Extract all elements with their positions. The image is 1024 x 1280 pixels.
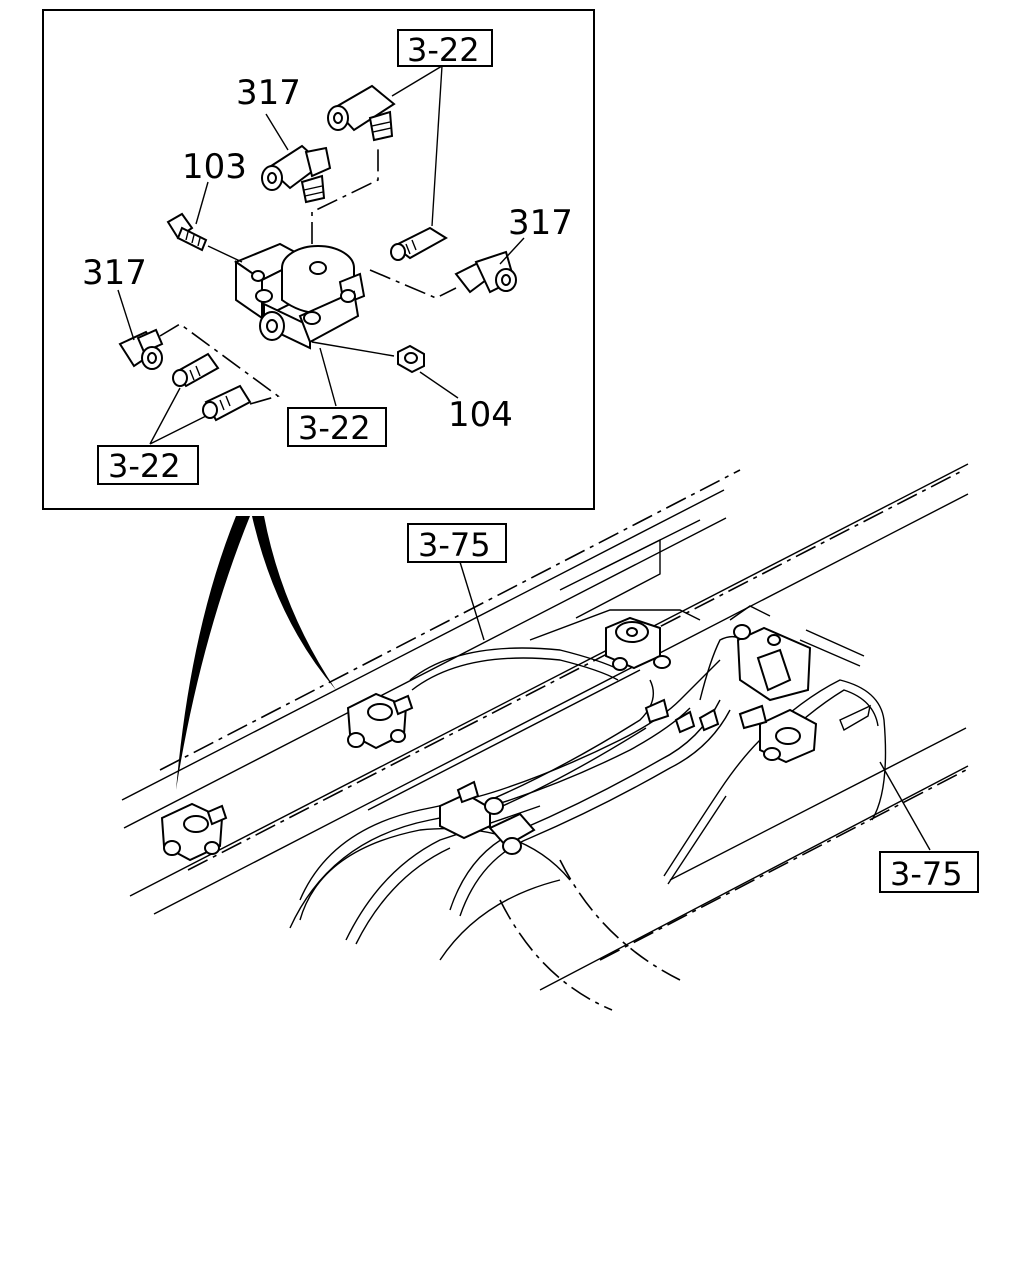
nut-104 (397, 344, 425, 374)
fitting-cluster-center (644, 698, 720, 734)
ref-label-3-75-upper: 3-75 (418, 526, 491, 564)
leader-322-top-b (431, 65, 443, 227)
valve-on-rail-lower (160, 802, 228, 862)
ref-label-3-22-top: 3-22 (407, 31, 480, 69)
connector-right (390, 226, 448, 261)
assembly-line-3 (159, 323, 280, 405)
leader-317-left (117, 289, 135, 341)
ref-box-3-75-lower[interactable]: 3-75 (879, 851, 979, 893)
ref-box-3-22-top[interactable]: 3-22 (397, 29, 493, 69)
leader-322-mid (319, 347, 337, 407)
assembly-line-2 (369, 269, 457, 299)
leader-317-right (499, 237, 525, 265)
inset-frame (42, 9, 595, 510)
valve-on-rail-upper (346, 692, 414, 750)
leader-103-b (207, 245, 243, 263)
ref-box-3-22-mid[interactable]: 3-22 (287, 407, 387, 447)
callout-103: 103 (182, 147, 247, 187)
callout-317-top: 317 (236, 73, 301, 113)
ref-label-3-22-mid: 3-22 (298, 409, 371, 447)
elbow-fitting-top (261, 144, 332, 204)
leader-317-top (265, 113, 289, 151)
leader-103 (195, 181, 209, 225)
ref-label-3-75-lower: 3-75 (890, 855, 963, 893)
pipes (289, 605, 887, 945)
leader-375-upper (459, 561, 485, 641)
valve-block (233, 242, 366, 350)
connector-lower-1 (172, 352, 220, 388)
connector-lower-2 (202, 384, 252, 422)
ref-box-3-22-bottom[interactable]: 3-22 (97, 445, 199, 485)
chassis-frame (121, 463, 969, 991)
leader-104-a (311, 341, 395, 357)
lower-valve (738, 704, 818, 764)
main-valve-right (733, 624, 812, 702)
elbow-fitting-ghost (327, 84, 396, 142)
ref-box-3-75-upper[interactable]: 3-75 (407, 523, 507, 564)
ref-label-3-22-bottom: 3-22 (108, 447, 181, 485)
leader-322-top-a (391, 65, 443, 97)
callout-104: 104 (448, 395, 513, 435)
leader-375-lower (879, 761, 931, 851)
fitting-cluster-left (439, 780, 536, 855)
elbow-fitting-right (454, 250, 517, 294)
callout-317-right: 317 (508, 203, 573, 243)
inset-pointer (176, 516, 336, 790)
assembly-line-1 (311, 144, 379, 244)
leader-104 (419, 371, 459, 399)
leader-322-bottom (149, 387, 207, 445)
bolt-103 (166, 212, 208, 252)
elbow-fitting-left (118, 328, 164, 370)
callout-317-left: 317 (82, 253, 147, 293)
main-valve-center (605, 616, 671, 671)
detail-inset: 317 103 317 317 104 3-22 3-22 3-22 (42, 9, 595, 510)
